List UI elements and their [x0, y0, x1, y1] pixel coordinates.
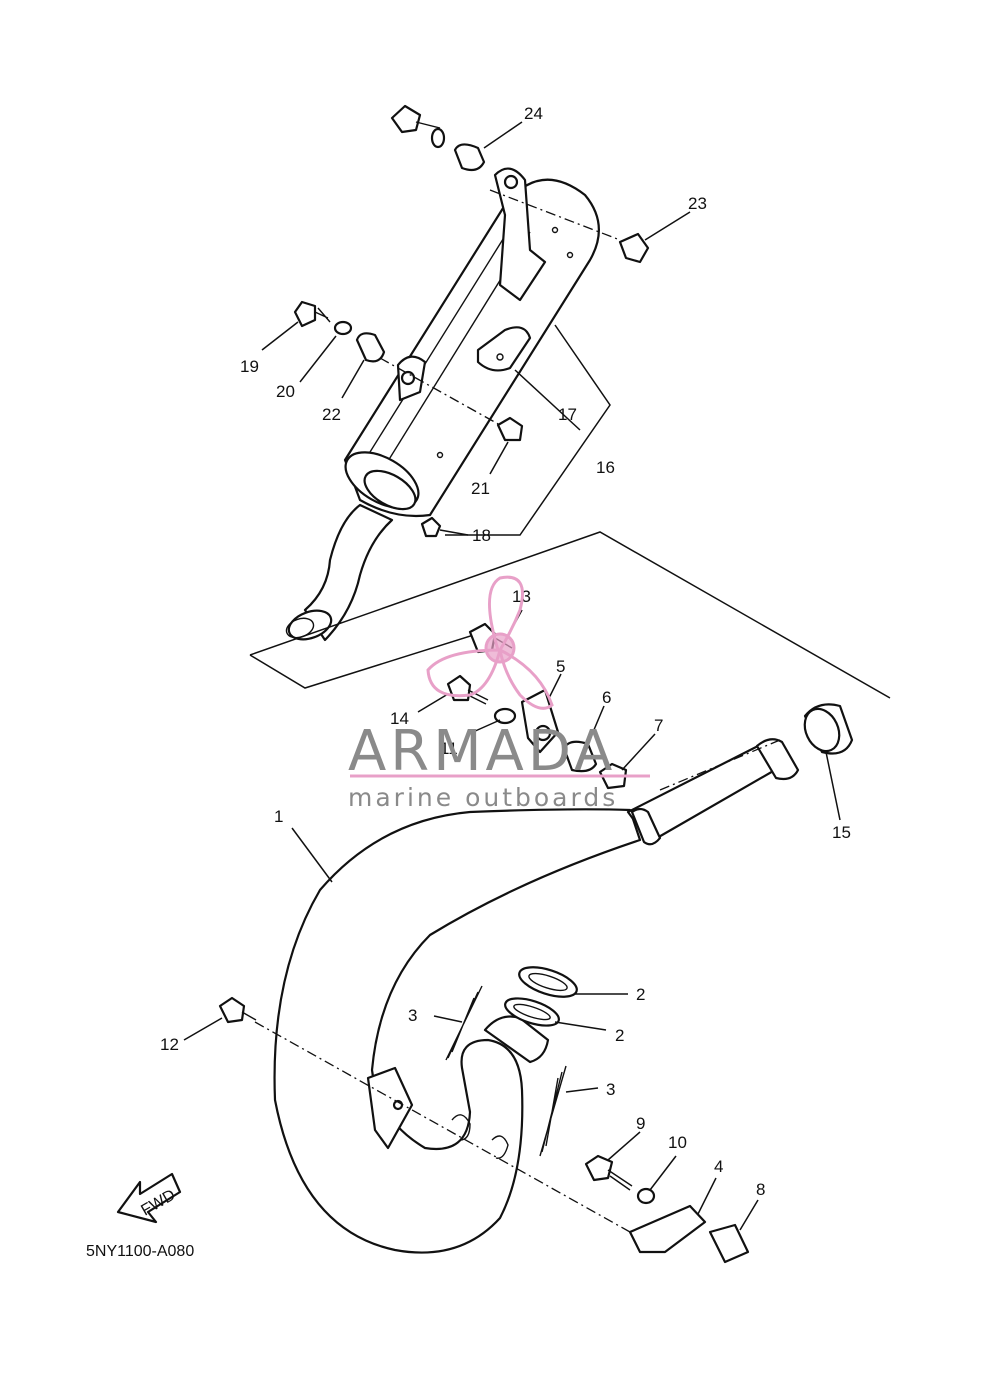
muffler-assembly	[285, 167, 600, 642]
callout-5: 5	[556, 657, 565, 676]
leader-lines	[183, 121, 841, 1231]
assembly-outline	[249, 189, 891, 699]
callout-4: 4	[714, 1157, 723, 1176]
muffler-hardware	[293, 104, 650, 538]
callout-19: 19	[240, 357, 259, 376]
callout-11: 11	[440, 739, 458, 758]
callout-6: 6	[602, 688, 611, 707]
callout-3b: 3	[606, 1080, 615, 1099]
callout-22: 22	[322, 405, 341, 424]
callout-2a: 2	[636, 985, 645, 1004]
callout-7: 7	[654, 716, 663, 735]
callout-8: 8	[756, 1180, 765, 1199]
watermark: ARMADA marine outboards	[348, 575, 650, 812]
callout-17: 17	[558, 405, 577, 424]
callout-1: 1	[274, 807, 283, 826]
drawing-code: 5NY1100-A080	[86, 1243, 194, 1260]
watermark-name: ARMADA	[348, 719, 616, 784]
callout-15: 15	[832, 823, 851, 842]
callout-18: 18	[472, 526, 491, 545]
callout-20: 20	[276, 382, 295, 401]
callout-23: 23	[688, 194, 707, 213]
exhaust-pipe	[273, 738, 800, 1254]
callout-10: 10	[668, 1133, 687, 1152]
fwd-arrow-icon: FWD	[116, 1172, 182, 1224]
callout-3a: 3	[408, 1006, 417, 1025]
callout-9: 9	[636, 1114, 645, 1133]
callout-21: 21	[471, 479, 490, 498]
callout-12: 12	[160, 1035, 179, 1054]
callout-16: 16	[596, 458, 615, 477]
callout-14: 14	[390, 709, 409, 728]
watermark-tagline: marine outboards	[348, 783, 618, 812]
callout-2b: 2	[615, 1026, 624, 1045]
pipe-hardware	[218, 622, 854, 1264]
callout-numbers: 1 2 2 3 3 4 5 6 7 8 9 10 11 12 13 14 15 …	[160, 104, 851, 1199]
callout-24: 24	[524, 104, 543, 123]
propeller-logo-icon	[426, 575, 554, 710]
